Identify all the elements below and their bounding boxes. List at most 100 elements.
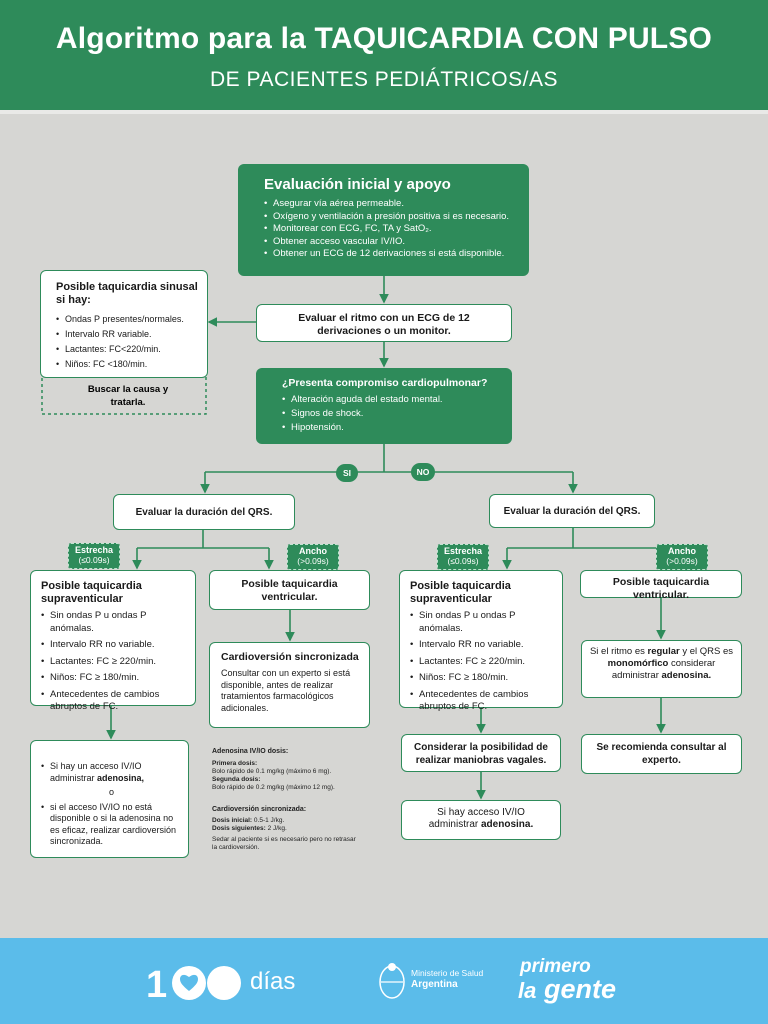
qrs-box-left: Evaluar la duración del QRS. bbox=[113, 494, 295, 530]
narrow-tag-right: Estrecha (≤0.09s) bbox=[437, 544, 489, 570]
cardioversion-text: Consultar con un experto si está disponi… bbox=[221, 668, 351, 713]
tag-value: (>0.09s) bbox=[666, 556, 698, 566]
vt-label: Posible taquicardia ventricular. bbox=[241, 578, 338, 603]
list-item: Intervalo RR no variable. bbox=[41, 639, 189, 652]
find-cause-text: Buscar la causa y tratarla. bbox=[87, 384, 169, 408]
qrs-label: Evaluar la duración del QRS. bbox=[503, 506, 641, 517]
initial-dose-label: Dosis inicial: bbox=[212, 817, 253, 824]
adenosine-dose-title: Adenosina IV/IO dosis: bbox=[212, 748, 289, 755]
list-item: Lactantes: FC<220/min. bbox=[56, 342, 199, 357]
national-seal-icon bbox=[379, 963, 405, 999]
vt-label: Posible taquicardia ventricular. bbox=[612, 576, 710, 601]
cardioversion-dose-title: Cardioversión sincronizada: bbox=[212, 806, 307, 813]
page-subtitle: DE PACIENTES PEDIÁTRICOS/AS bbox=[209, 68, 558, 91]
list-item: Obtener acceso vascular IV/IO. bbox=[264, 236, 515, 249]
list-item: Intervalo RR variable. bbox=[56, 327, 199, 342]
next-dose: 2 J/kg. bbox=[267, 825, 287, 832]
vt-box-left: Posible taquicardia ventricular. bbox=[209, 570, 370, 610]
initial-evaluation-title: Evaluación inicial y apoyo bbox=[264, 176, 451, 193]
initial-evaluation-box: Evaluación inicial y apoyo Asegurar vía … bbox=[238, 164, 529, 276]
header: Algoritmo para la TAQUICARDIA CON PULSO … bbox=[0, 0, 768, 110]
evaluate-rhythm-text: Evaluar el ritmo con un ECG de 12 deriva… bbox=[298, 312, 470, 337]
svt-box-left: Posible taquicardia supraventicular Sin … bbox=[30, 570, 196, 712]
svt-title: Posible taquicardia supraventicular bbox=[41, 580, 142, 605]
sinus-tachycardia-box: Posible taquicardia sinusal si hay: Onda… bbox=[40, 270, 208, 378]
cardiopulmonary-title: ¿Presenta compromiso cardiopulmonar? bbox=[282, 377, 488, 389]
hundred-logo-icon: 1 bbox=[146, 964, 241, 1006]
wide-tag-right: Ancho (>0.09s) bbox=[656, 544, 708, 570]
regular-text: y el QRS es bbox=[679, 646, 734, 657]
argentina-seal bbox=[378, 960, 406, 1005]
expert-text: Se recomienda consultar al experto. bbox=[596, 742, 727, 766]
vagal-text: Considerar la posibilidad de realizar ma… bbox=[414, 742, 548, 766]
tag-label: Estrecha bbox=[74, 545, 114, 555]
adenosine-word: adenosina. bbox=[661, 670, 712, 681]
second-dose: Bolo rápido de 0.2 mg/kg (máximo 12 mg). bbox=[212, 784, 335, 791]
second-dose-label: Segunda dosis: bbox=[212, 776, 261, 783]
regular-word: regular bbox=[647, 646, 680, 657]
header-divider bbox=[0, 110, 768, 114]
list-item: si el acceso IV/IO no está disponible o … bbox=[41, 802, 182, 848]
monomorphic-word: monomórfico bbox=[607, 658, 669, 669]
initial-dose: 0.5-1 J/kg. bbox=[253, 817, 285, 824]
qrs-box-right: Evaluar la duración del QRS. bbox=[489, 494, 655, 528]
first-dose: Bolo rápido de 0.1 mg/kg (máximo 6 mg). bbox=[212, 768, 332, 775]
list-item: Ondas P presentes/normales. bbox=[56, 312, 199, 327]
yes-pill: SI bbox=[336, 464, 358, 482]
list-item: Asegurar vía aérea permeable. bbox=[264, 198, 515, 211]
list-item: Niños: FC <180/min. bbox=[56, 357, 199, 372]
slogan-la: la bbox=[518, 978, 537, 1003]
dose-info: Adenosina IV/IO dosis: Primera dosis: Bo… bbox=[212, 748, 372, 852]
regular-text: Si el ritmo es bbox=[589, 646, 648, 657]
page-title: Algoritmo para la TAQUICARDIA CON PULSO bbox=[55, 22, 713, 55]
hundred-days-logo: 1 bbox=[146, 963, 246, 1008]
qrs-label: Evaluar la duración del QRS. bbox=[135, 507, 273, 518]
footer: 1 días Ministerio de Salud Argentina pri… bbox=[0, 938, 768, 1024]
svg-text:1: 1 bbox=[146, 964, 167, 1003]
list-item: Lactantes: FC ≥ 220/min. bbox=[410, 656, 556, 669]
access-text: Si hay acceso IV/IO administrar bbox=[428, 807, 525, 830]
list-item: Signos de shock. bbox=[282, 407, 502, 421]
regular-text: considerar administrar bbox=[611, 658, 716, 681]
access-box-right: Si hay acceso IV/IO administrar adenosin… bbox=[401, 800, 561, 840]
slogan-gente: gente bbox=[544, 974, 617, 1004]
access-drug: adenosina, bbox=[97, 772, 145, 783]
ministry-line1: Ministerio de Salud bbox=[411, 968, 484, 978]
list-item: Antecedentes de cambios abruptos de FC. bbox=[410, 689, 556, 714]
regular-rhythm-box: Si el ritmo es regular y el QRS es monom… bbox=[581, 640, 742, 698]
list-item: Obtener un ECG de 12 derivaciones si est… bbox=[264, 248, 515, 261]
svt-box-right: Posible taquicardia supraventicular Sin … bbox=[399, 570, 563, 712]
cardioversion-box: Cardioversión sincronizada Consultar con… bbox=[209, 642, 370, 728]
tag-label: Ancho bbox=[299, 546, 327, 556]
list-item: Niños: FC ≥ 180/min. bbox=[41, 672, 189, 685]
list-item: Sin ondas P u ondas P anómalas. bbox=[41, 610, 189, 635]
list-item: Antecedentes de cambios abruptos de FC. bbox=[41, 689, 189, 714]
next-dose-label: Dosis siguientes: bbox=[212, 825, 266, 832]
list-item: Sin ondas P u ondas P anómalas. bbox=[410, 610, 556, 635]
svt-title: Posible taquicardia supraventicular bbox=[410, 580, 511, 605]
ministry-line2: Argentina bbox=[411, 979, 458, 990]
days-text: días bbox=[250, 968, 296, 995]
access-drug: adenosina. bbox=[481, 819, 534, 830]
sedation-note: Sedar al paciente si es necesario pero n… bbox=[212, 836, 356, 851]
list-item: Alteración aguda del estado mental. bbox=[282, 393, 502, 407]
list-item: Lactantes: FC ≥ 220/min. bbox=[41, 656, 189, 669]
expert-box: Se recomienda consultar al experto. bbox=[581, 734, 742, 774]
tag-label: Estrecha bbox=[443, 546, 483, 556]
access-box-left: Si hay un acceso IV/IO administrar adeno… bbox=[30, 740, 189, 858]
cardioversion-title: Cardioversión sincronizada bbox=[221, 651, 359, 663]
first-dose-label: Primera dosis: bbox=[212, 760, 258, 767]
vt-box-right: Posible taquicardia ventricular. bbox=[580, 570, 742, 601]
sinus-tachycardia-title: Posible taquicardia sinusal si hay: bbox=[56, 281, 198, 306]
tag-value: (>0.09s) bbox=[297, 556, 329, 566]
slogan-primero: primero bbox=[520, 956, 591, 977]
wide-tag-left: Ancho (>0.09s) bbox=[287, 544, 339, 570]
cardiopulmonary-box: ¿Presenta compromiso cardiopulmonar? Alt… bbox=[256, 368, 512, 444]
narrow-tag-left: Estrecha (≤0.09s) bbox=[68, 543, 120, 569]
vagal-box: Considerar la posibilidad de realizar ma… bbox=[401, 734, 561, 772]
list-item: Si hay un acceso IV/IO administrar adeno… bbox=[41, 761, 182, 784]
list-item: Monitorear con ECG, FC, TA y SatO₂. bbox=[264, 223, 515, 236]
access-text: Si hay un acceso IV/IO administrar bbox=[50, 761, 142, 783]
tag-value: (≤0.09s) bbox=[78, 555, 110, 565]
evaluate-rhythm-box: Evaluar el ritmo con un ECG de 12 deriva… bbox=[256, 304, 512, 342]
